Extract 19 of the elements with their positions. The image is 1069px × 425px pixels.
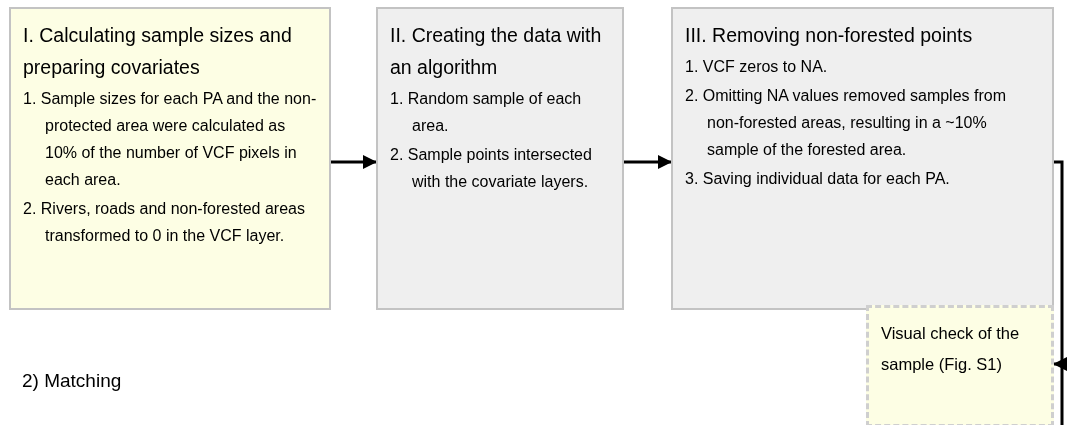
step-heading: I. Calculating sample sizes and preparing covariates xyxy=(23,23,293,80)
arrow xyxy=(1052,160,1067,425)
process-box xyxy=(376,7,624,310)
arrow xyxy=(624,155,672,169)
list-item: 3. Saving individual data for each PA. xyxy=(685,169,951,189)
step-heading: III. Removing non-forested points xyxy=(685,23,974,48)
step-heading: II. Creating the data with an algorithm xyxy=(390,23,603,80)
list-item: 1. Random sample of each area. xyxy=(390,89,583,136)
list-item: 2. Rivers, roads and non-forested areas transformed to 0 in the VCF layer. xyxy=(23,199,306,246)
process-box xyxy=(671,7,1054,310)
list-item: 1. VCF zeros to NA. xyxy=(685,57,829,77)
process-box xyxy=(9,7,331,310)
list-item: 2. Sample points intersected with the covariate layers. xyxy=(390,145,593,192)
arrow xyxy=(331,155,377,169)
list-item: 2. Omitting NA values removed samples from non-forested areas, resulting in a ~10% sample of the forested area. xyxy=(685,86,1007,160)
note-box xyxy=(866,305,1054,425)
list-item: 1. Sample sizes for each PA and the non-protected area were calculated as 10% of the number of VCF pixels in each area. xyxy=(23,89,317,190)
section-heading: 2) Matching xyxy=(22,370,122,392)
note-text: Visual check of the sample (Fig. S1) xyxy=(881,323,1021,375)
